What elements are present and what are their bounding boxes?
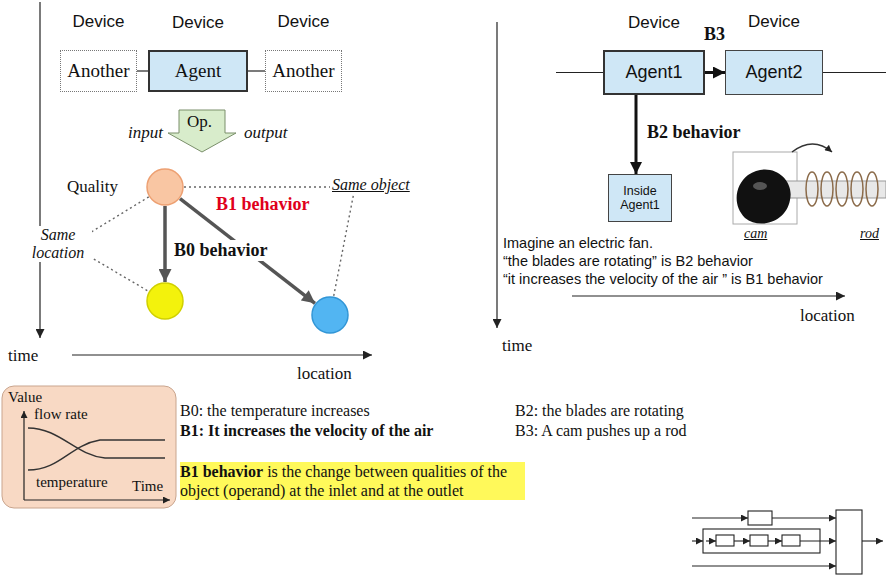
wire <box>823 72 886 73</box>
node-label: Agent2 <box>745 62 802 83</box>
node-label: Inside Agent1 <box>615 184 665 213</box>
behavior-arrow <box>635 95 638 174</box>
agent-box: DeviceAgent <box>148 50 248 92</box>
axis-label: Value <box>8 389 42 406</box>
wire <box>556 72 603 73</box>
inset-panel <box>2 386 176 508</box>
note-text: “it increases the velocity of the air ” … <box>503 270 863 288</box>
location-axis <box>572 295 845 296</box>
node-label: Another <box>272 60 334 82</box>
node-label: Agent1 <box>625 62 682 83</box>
edge-label: Same location <box>24 226 92 262</box>
inside-box: Inside Agent1 <box>608 174 672 222</box>
circle-shape <box>312 297 348 333</box>
device-box: DeviceAnother <box>265 50 342 92</box>
quality-circle <box>311 296 349 334</box>
time-axis <box>39 2 40 338</box>
curve-label: flow rate <box>34 406 88 423</box>
part-name: rod <box>860 226 879 242</box>
edge-label: B3 <box>702 24 727 45</box>
device-box: DeviceAnother <box>60 50 137 92</box>
time-axis <box>496 22 497 328</box>
axis-label: location <box>800 306 855 326</box>
cam-highlight <box>753 182 767 190</box>
definition-term: B1 behavior <box>180 463 263 480</box>
operation-label: Op. <box>187 112 212 132</box>
node-label: Agent <box>175 60 221 82</box>
edge-label: B0 behavior <box>172 240 270 261</box>
definition-text: B3: A cam pushes up a rod <box>515 421 687 440</box>
device-heading: Device <box>748 12 800 32</box>
flow-rate-curve <box>28 428 165 458</box>
agent-box: DeviceAgent2 <box>725 50 823 95</box>
definition-text: B1: It increases the velocity of the air <box>180 421 498 440</box>
circle-outline <box>146 168 184 206</box>
highlight-band: B1 behavioris the change between qualiti… <box>180 462 525 500</box>
rod-coil <box>806 172 878 206</box>
device-heading: Device <box>73 12 125 32</box>
circle-shape <box>147 283 183 319</box>
location-axis <box>72 354 372 355</box>
circle-shape <box>147 169 183 205</box>
value-axis <box>23 411 24 500</box>
axis-label: Time <box>132 478 163 495</box>
time-axis <box>24 499 170 500</box>
device-heading: Device <box>278 12 330 32</box>
operation-arrow <box>168 110 236 152</box>
temperature-curve <box>28 440 165 470</box>
edge-label: Same object <box>330 176 412 194</box>
device-heading: Device <box>172 13 224 33</box>
curve-label: temperature <box>36 474 108 491</box>
circle-outline <box>146 282 184 320</box>
definition-text: B0: the temperature increases <box>180 401 370 420</box>
axis-label: location <box>297 364 352 384</box>
axis-label: time <box>8 346 38 366</box>
note-text: “the blades are rotating” is B2 behavior <box>503 252 753 270</box>
edge-label: B2 behavior <box>645 122 743 143</box>
node-label: Quality <box>67 177 118 197</box>
node-label: Another <box>67 60 129 82</box>
device-heading: Device <box>628 13 680 33</box>
wire <box>248 70 265 71</box>
definition-text: B2: the blades are rotating <box>515 401 684 420</box>
quality-circle: Quality <box>146 168 184 206</box>
edge-label: B1 behavior <box>214 194 312 215</box>
quality-circle <box>146 282 184 320</box>
cam-frame <box>733 152 797 224</box>
agent-box: DeviceAgent1 <box>603 50 705 95</box>
circle-outline <box>311 296 349 334</box>
behavior-arrow <box>705 71 725 74</box>
wire <box>137 70 148 71</box>
motion-arrow <box>792 144 832 152</box>
block-diagram <box>692 510 883 574</box>
behavior-arrow <box>163 206 167 282</box>
note-text: Imagine an electric fan. <box>503 234 653 252</box>
axis-label: time <box>502 336 532 356</box>
cam-lobe <box>737 169 791 223</box>
part-name: cam <box>744 226 767 242</box>
port-label: output <box>244 123 287 143</box>
port-label: input <box>128 123 163 143</box>
